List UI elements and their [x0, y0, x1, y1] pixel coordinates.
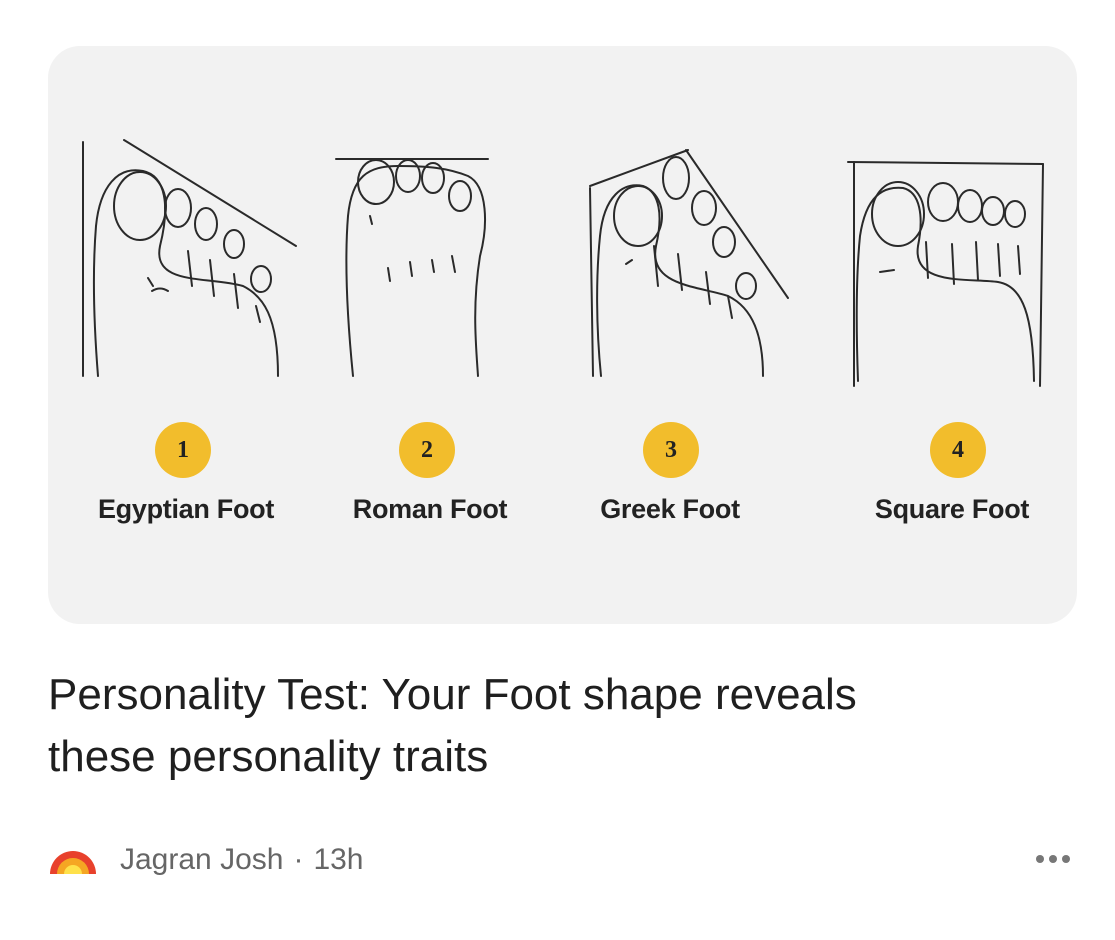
- foot-label: Roman Foot: [352, 494, 508, 524]
- number-badge: 3: [643, 422, 699, 478]
- separator: ·: [293, 843, 304, 876]
- foot-option-greek: 3 Greek Foot: [553, 46, 803, 624]
- foot-label: Egyptian Foot: [97, 494, 275, 524]
- foot-label: Square Foot: [874, 494, 1030, 524]
- foot-option-square: 4 Square Foot: [808, 46, 1058, 624]
- foot-shapes-illustration: [82, 139, 1044, 387]
- square-foot-drawing: [847, 161, 1044, 387]
- more-horizontal-icon: [1036, 855, 1044, 863]
- foot-option-roman: 2 Roman Foot: [308, 46, 558, 624]
- foot-label: Greek Foot: [600, 494, 740, 524]
- number-badge: 2: [399, 422, 455, 478]
- article-source: Jagran Josh · 13h: [48, 840, 364, 880]
- more-horizontal-icon: [1049, 855, 1057, 863]
- roman-foot-drawing: [335, 158, 489, 377]
- more-options-button[interactable]: [1030, 842, 1076, 876]
- more-horizontal-icon: [1062, 855, 1070, 863]
- egyptian-foot-drawing: [82, 139, 297, 377]
- source-name[interactable]: Jagran Josh: [120, 843, 284, 876]
- article-thumbnail[interactable]: 1 Egyptian Foot 2 Roman Foot 3 Greek Foo…: [48, 46, 1077, 624]
- headline-line: these personality traits: [48, 732, 489, 781]
- headline-line: Personality Test: Your Foot shape reveal…: [48, 670, 857, 719]
- foot-option-egyptian: 1 Egyptian Foot: [58, 46, 308, 624]
- number-badge: 1: [155, 422, 211, 478]
- article-headline[interactable]: Personality Test: Your Foot shape reveal…: [48, 664, 1048, 788]
- publish-time: 13h: [313, 843, 364, 876]
- greek-foot-drawing: [589, 149, 789, 377]
- number-badge: 4: [930, 422, 986, 478]
- jagran-josh-logo-icon: [50, 851, 96, 874]
